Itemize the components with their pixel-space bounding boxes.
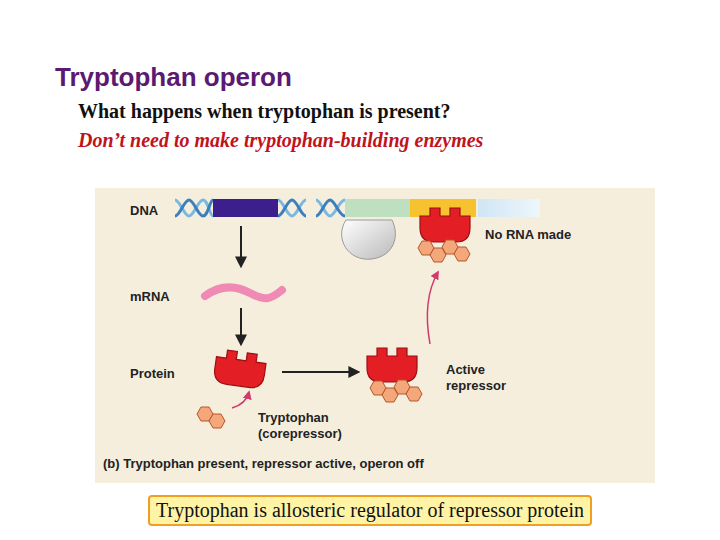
inactive-repressor <box>213 349 267 390</box>
mrna-strand <box>205 287 282 298</box>
answer-text: Don’t need to make tryptophan-building e… <box>78 129 483 152</box>
binding-arrow <box>232 392 249 408</box>
part-label: Tryptophan (corepressor) <box>258 410 368 442</box>
dna-helix <box>175 200 345 216</box>
bound-tryptophan <box>442 240 470 261</box>
bound-repressor <box>420 208 470 242</box>
flow-arrow <box>240 226 242 266</box>
slide-title: Tryptophan operon <box>55 62 292 93</box>
flow-arrow <box>282 371 358 373</box>
trp-genes <box>478 199 540 217</box>
question-text: What happens when tryptophan is present? <box>78 100 451 123</box>
gene-segment <box>213 199 278 217</box>
flow-arrow <box>240 308 242 344</box>
figure-caption: (b) Tryptophan present, repressor active… <box>103 456 424 472</box>
part-label: DNA <box>130 203 158 219</box>
free-tryptophan <box>197 407 225 428</box>
part-label: No RNA made <box>485 227 571 243</box>
promoter <box>345 199 410 217</box>
note-box: Tryptophan is allosteric regulator of re… <box>148 495 592 526</box>
bound-tryptophan <box>394 380 422 401</box>
operator <box>410 199 476 217</box>
binding-arrow <box>427 272 438 344</box>
part-label: Protein <box>130 366 175 382</box>
rna-polymerase <box>342 220 396 259</box>
bound-tryptophan <box>370 381 398 402</box>
active-repressor <box>367 348 417 382</box>
part-label: mRNA <box>130 289 170 305</box>
note-text: Tryptophan is allosteric regulator of re… <box>156 499 584 521</box>
figure-panel <box>95 188 655 483</box>
part-label: Active repressor <box>446 362 526 394</box>
bound-tryptophan <box>418 241 446 262</box>
